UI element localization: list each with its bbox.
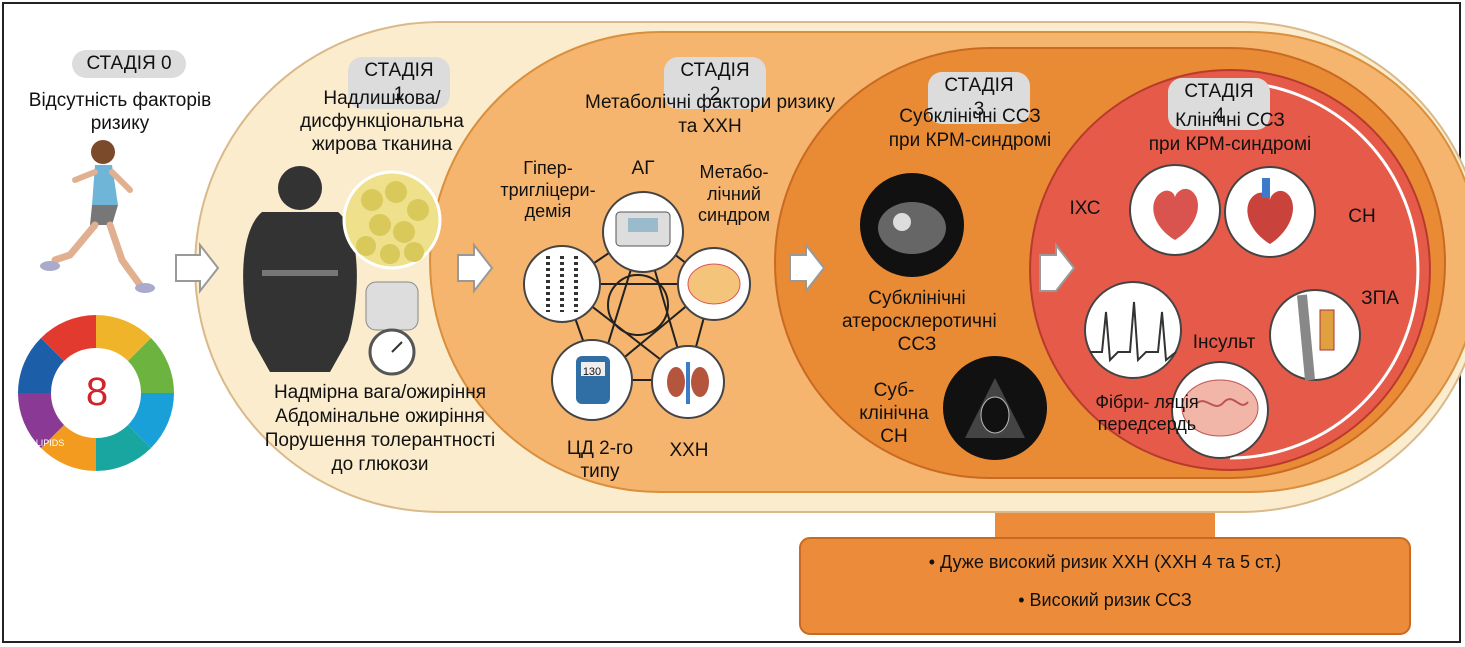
wheel-number: 8 [85, 370, 109, 414]
af-label: Фібри- ляція передсердь [1095, 392, 1199, 434]
stage3-title-line2: при КРМ-синдромі [888, 130, 1052, 151]
stage1-title: Надлишкова/ дисфункціональна жирова ткан… [300, 88, 464, 155]
no-smoking-icon [41, 315, 96, 361]
risk-line2: • Високий ризик ССЗ [1018, 590, 1192, 610]
arrow-2-3-icon [789, 242, 826, 294]
stage4-title-line1: Клінічні ССЗ [1175, 110, 1285, 131]
hypertension-label: АГ [631, 158, 655, 179]
stage2-pill: СТАДІЯ 2 [664, 57, 766, 109]
blood-pressure-icon [18, 338, 64, 393]
stroke-label: Інсульт [1192, 332, 1256, 353]
weight-scale-icon [41, 425, 96, 471]
risk-box-shape [799, 537, 1411, 635]
risk-line1: • Дуже високий ризик ХХН (ХХН 4 та 5 ст.… [928, 552, 1282, 572]
arrow-0-1-icon [175, 242, 220, 294]
stage1-bottom-line2: Абдомінальне ожиріння [275, 406, 485, 427]
leg-artery-icon [1269, 289, 1361, 381]
stage1-pill: СТАДІЯ 1 [348, 57, 450, 109]
arrow-3-4-icon [1039, 242, 1076, 292]
stage2-title-line1: Метаболічні фактори ризику [584, 92, 836, 113]
subclinical-hf-label: Суб- клінічна СН [859, 380, 929, 447]
lifes-essential-8-wheel [18, 315, 174, 471]
stage4-inner-stroke [1229, 80, 1420, 460]
glucometer-value: 130 [582, 366, 602, 378]
bathroom-scale-icon [365, 281, 419, 376]
wheel-segment-label: LIPIDS [35, 438, 65, 448]
exercise-icon [128, 393, 174, 448]
hypertriglyceridemia-label: Гіпер- тригліцери- демія [500, 158, 596, 222]
stage3-pill: СТАДІЯ 3 [928, 72, 1030, 124]
ckd-label: ХХН [669, 440, 709, 461]
stage0-description: Відсутність факторів ризику [28, 90, 212, 134]
stage3-title-line1: Субклінічні ССЗ [899, 106, 1041, 127]
ecg-af-icon [1084, 281, 1182, 379]
lipids-icon [18, 393, 64, 448]
hf-label: СН [1348, 206, 1376, 227]
subclinical-athero-label: Субклінічні атеросклеротичні ССЗ [842, 288, 997, 355]
runner-icon [40, 140, 155, 293]
ihd-label: ІХС [1069, 198, 1101, 219]
obese-silhouette-icon [243, 166, 357, 372]
diabetes-label: ЦД 2-го типу [566, 438, 634, 482]
stage1-bottom-line3: Порушення толерантності [264, 430, 496, 451]
stage1-bottom-line4: до глюкози [331, 454, 429, 475]
pad-label: ЗПА [1361, 288, 1399, 309]
stage2-title-line2: та ХХН [678, 116, 742, 137]
bed-icon [96, 315, 151, 361]
triglyceride-molecule-icon [523, 245, 601, 323]
stage4-title-line2: при КРМ-синдромі [1148, 134, 1312, 155]
blood-sugar-icon [96, 425, 151, 471]
fat-cells-icon [342, 170, 442, 270]
arrow-1-2-icon [457, 242, 494, 294]
stage0-pill: СТАДІЯ 0 [72, 50, 186, 78]
stage4-pill: СТАДІЯ 4 [1168, 78, 1270, 130]
apple-icon [128, 338, 174, 393]
stage1-bottom-line1: Надмірна вага/ожиріння [273, 382, 487, 403]
metabolic-syndrome-label: Метабо- лічний синдром [698, 162, 770, 226]
